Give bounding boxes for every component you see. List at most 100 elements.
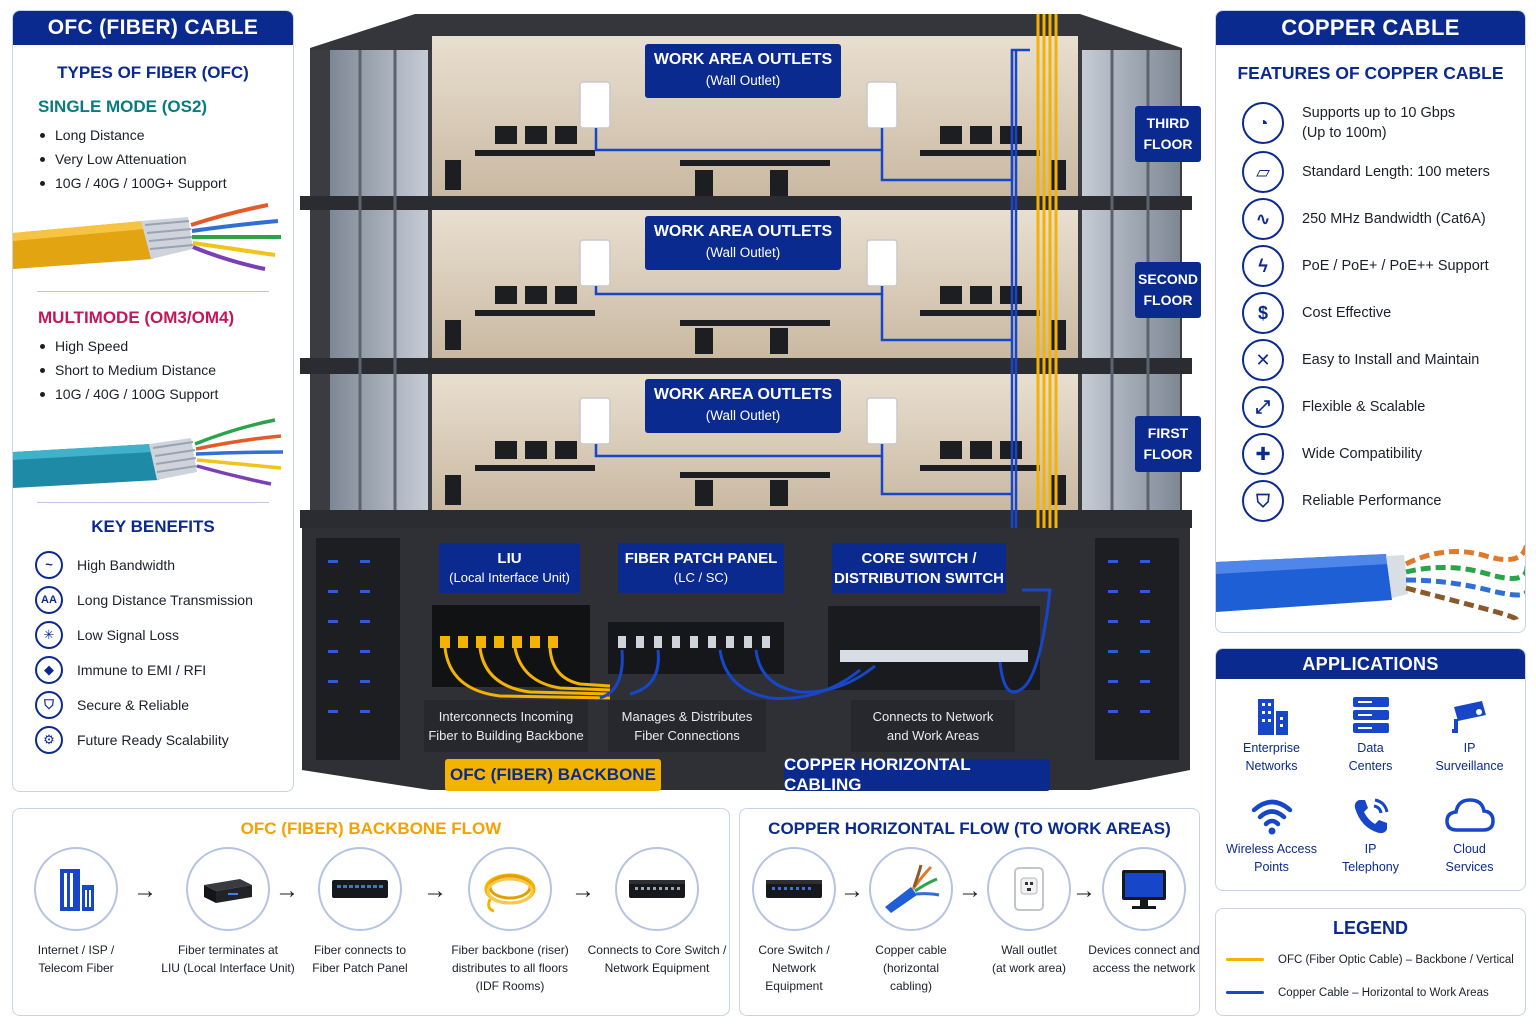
feature-item: ⤢Flexible & Scalable (1242, 383, 1525, 430)
flow-step: Internet / ISP / Telecom Fiber (13, 847, 151, 977)
distance-icon: AA (35, 585, 63, 614)
arrow-right-icon: → (423, 877, 447, 904)
arrow-right-icon: → (958, 877, 982, 904)
core-switch-description: Connects to Network and Work Areas (851, 700, 1015, 752)
legend-item-fiber: OFC (Fiber Optic Cable) – Backbone / Ver… (1226, 943, 1525, 976)
app-item: Enterprise Networks (1222, 687, 1321, 788)
legend-item-copper: Copper Cable – Horizontal to Work Areas (1226, 976, 1525, 1009)
multimode-title: MULTIMODE (OM3/OM4) (38, 308, 235, 327)
first-floor-label: FIRST FLOOR (1135, 416, 1201, 472)
feature-item: ✚Wide Compatibility (1242, 430, 1525, 477)
third-floor-label: THIRD FLOOR (1135, 106, 1201, 162)
flow-step: Devices connect and access the network (1069, 847, 1199, 977)
multimode-cable-icon (13, 418, 284, 488)
flow-step: Core Switch / Network Equipment (740, 847, 869, 995)
legend-title: LEGEND (1332, 918, 1408, 938)
benefit-item: ✳Low Signal Loss (35, 617, 293, 652)
puzzle-icon: ✚ (1242, 432, 1284, 475)
single-mode-cable-icon (13, 203, 281, 271)
app-item: Data Centers (1321, 687, 1420, 788)
liu-description: Interconnects Incoming Fiber to Building… (424, 700, 588, 752)
liu-label: LIU (Local Interface Unit) (439, 543, 580, 593)
camera-icon (1451, 701, 1486, 733)
copper-legend-swatch (1226, 991, 1264, 994)
phone-icon (1354, 798, 1388, 834)
feature-item: ◔Supports up to 10 Gbps (Up to 100m) (1242, 98, 1525, 148)
multimode-list: High Speed Short to Medium Distance 10G … (40, 334, 293, 406)
arrow-right-icon: → (275, 877, 299, 904)
speedometer-icon: ◔ (1242, 102, 1284, 144)
feature-item: ∿250 MHz Bandwidth (Cat6A) (1242, 195, 1525, 242)
flow-step: Fiber terminates at LIU (Local Interface… (153, 847, 303, 977)
flow-step: Fiber backbone (riser) distributes to al… (435, 847, 585, 995)
gear-icon: ⚙ (35, 725, 63, 754)
benefit-item: ⛉Secure & Reliable (35, 687, 293, 722)
arrow-right-icon: → (571, 877, 595, 904)
core-switch-label: CORE SWITCH / DISTRIBUTION SWITCH (832, 543, 1006, 593)
dollar-icon: $ (1242, 291, 1284, 334)
cloud-icon (1444, 798, 1495, 832)
building-illustration (300, 14, 1192, 790)
fiber-types-title: TYPES OF FIBER (OFC) (57, 63, 249, 82)
list-item: 10G / 40G / 100G Support (40, 382, 293, 406)
fiber-coil-icon (484, 873, 536, 913)
flow-step: Copper cable (horizontal cabling) (836, 847, 986, 995)
copper-features-title: FEATURES OF COPPER CABLE (1237, 63, 1504, 83)
feature-item: ▱Standard Length: 100 meters (1242, 148, 1525, 195)
app-item: IP Surveillance (1420, 687, 1519, 788)
list-item: Very Low Attenuation (40, 147, 293, 171)
app-item: IP Telephony (1321, 788, 1420, 889)
ruler-icon: ▱ (1242, 150, 1284, 193)
shield-icon: ⛉ (1242, 479, 1284, 522)
buildings-icon (1257, 699, 1288, 735)
benefit-item: ◆Immune to EMI / RFI (35, 652, 293, 687)
list-item: 10G / 40G / 100G+ Support (40, 171, 293, 195)
legend-panel: LEGEND OFC (Fiber Optic Cable) – Backbon… (1215, 908, 1526, 1016)
bandwidth-icon: ~ (35, 550, 63, 579)
feature-item: ⛉Reliable Performance (1242, 477, 1525, 524)
single-mode-list: Long Distance Very Low Attenuation 10G /… (40, 123, 293, 195)
benefit-item: ~High Bandwidth (35, 547, 293, 582)
applications-panel: APPLICATIONS Enterprise Networks Data Ce… (1215, 648, 1526, 891)
app-item: Wireless Access Points (1222, 788, 1321, 889)
patch-panel-description: Manages & Distributes Fiber Connections (608, 700, 766, 752)
core-switch-icon (629, 880, 685, 898)
copper-cable-icon (1216, 539, 1525, 623)
arrow-right-icon: → (1072, 877, 1096, 904)
arrow-right-icon: → (840, 877, 864, 904)
key-benefits-title: KEY BENEFITS (91, 517, 215, 536)
tools-icon: ✕ (1242, 338, 1284, 381)
copper-cable-icon (885, 864, 940, 913)
isp-building-icon (60, 869, 94, 911)
flow-step: Wall outlet (at work area) (954, 847, 1104, 977)
switch-icon (766, 880, 822, 898)
benefit-item: ⚙Future Ready Scalability (35, 722, 293, 757)
wall-outlet-icon (1014, 867, 1044, 911)
feature-item: ✕Easy to Install and Maintain (1242, 336, 1525, 383)
copper-flow-title: COPPER HORIZONTAL FLOW (TO WORK AREAS) (768, 819, 1171, 838)
app-item: Cloud Services (1420, 788, 1519, 889)
applications-header: APPLICATIONS (1216, 649, 1525, 679)
second-floor-outlet-label: WORK AREA OUTLETS (Wall Outlet) (645, 216, 841, 270)
arrow-right-icon: → (133, 877, 157, 904)
third-floor-outlet-label: WORK AREA OUTLETS (Wall Outlet) (645, 44, 841, 98)
single-mode-title: SINGLE MODE (OS2) (38, 97, 208, 116)
fiber-legend-swatch (1226, 958, 1264, 961)
flow-step: Connects to Core Switch / Network Equipm… (582, 847, 729, 977)
copper-horizontal-flow: COPPER HORIZONTAL FLOW (TO WORK AREAS) C… (739, 808, 1200, 1016)
fiber-flow-title: OFC (FIBER) BACKBONE FLOW (240, 819, 502, 838)
ofc-header: OFC (FIBER) CABLE (13, 11, 293, 45)
first-floor-outlet-label: WORK AREA OUTLETS (Wall Outlet) (645, 379, 841, 433)
ofc-fiber-panel: OFC (FIBER) CABLE TYPES OF FIBER (OFC) S… (12, 10, 294, 792)
signal-icon: ✳ (35, 620, 63, 649)
list-item: Long Distance (40, 123, 293, 147)
copper-cable-panel: COPPER CABLE FEATURES OF COPPER CABLE ◔S… (1215, 10, 1526, 633)
second-floor-label: SECOND FLOOR (1135, 262, 1201, 318)
copper-horizontal-tag: COPPER HORIZONTAL CABLING (784, 755, 1050, 794)
secure-shield-icon: ⛉ (35, 690, 63, 719)
server-icon (1352, 697, 1389, 733)
wifi-icon (1251, 799, 1292, 835)
fiber-backbone-tag: OFC (FIBER) BACKBONE (445, 759, 661, 791)
